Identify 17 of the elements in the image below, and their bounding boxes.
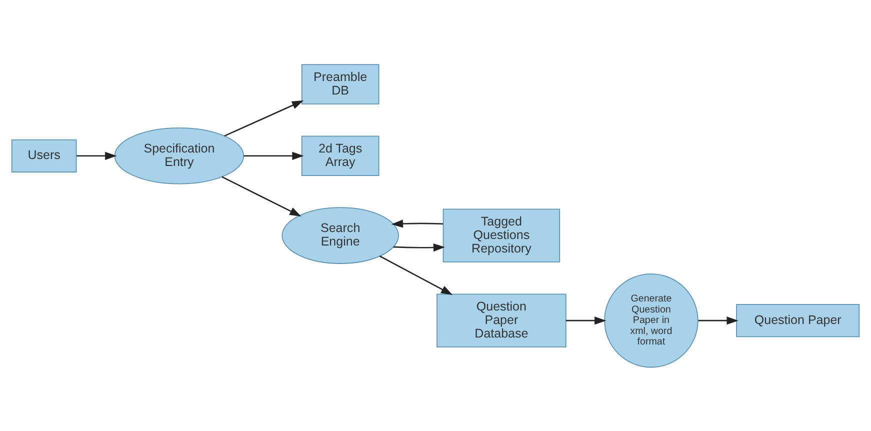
arrow bbox=[566, 316, 606, 324]
node-ellipse: Specification Entry bbox=[114, 126, 244, 184]
arrow bbox=[698, 316, 738, 324]
arrow bbox=[224, 100, 304, 136]
arrow bbox=[391, 219, 444, 228]
arrow bbox=[379, 255, 453, 295]
arrow bbox=[76, 151, 117, 160]
node-box: Question Paper Database bbox=[436, 293, 566, 347]
arrow bbox=[222, 176, 302, 216]
node-box: Users bbox=[11, 138, 77, 172]
node-box: Preamble DB bbox=[301, 64, 380, 104]
arrow bbox=[244, 151, 304, 160]
node-box: Question Paper bbox=[736, 304, 860, 337]
node-box: 2d Tags Array bbox=[301, 135, 380, 176]
node-box: Tagged Questions Repository bbox=[442, 208, 560, 262]
arrow bbox=[393, 242, 446, 252]
node-circle: Generate Question Paper in xml, word format bbox=[604, 272, 698, 368]
